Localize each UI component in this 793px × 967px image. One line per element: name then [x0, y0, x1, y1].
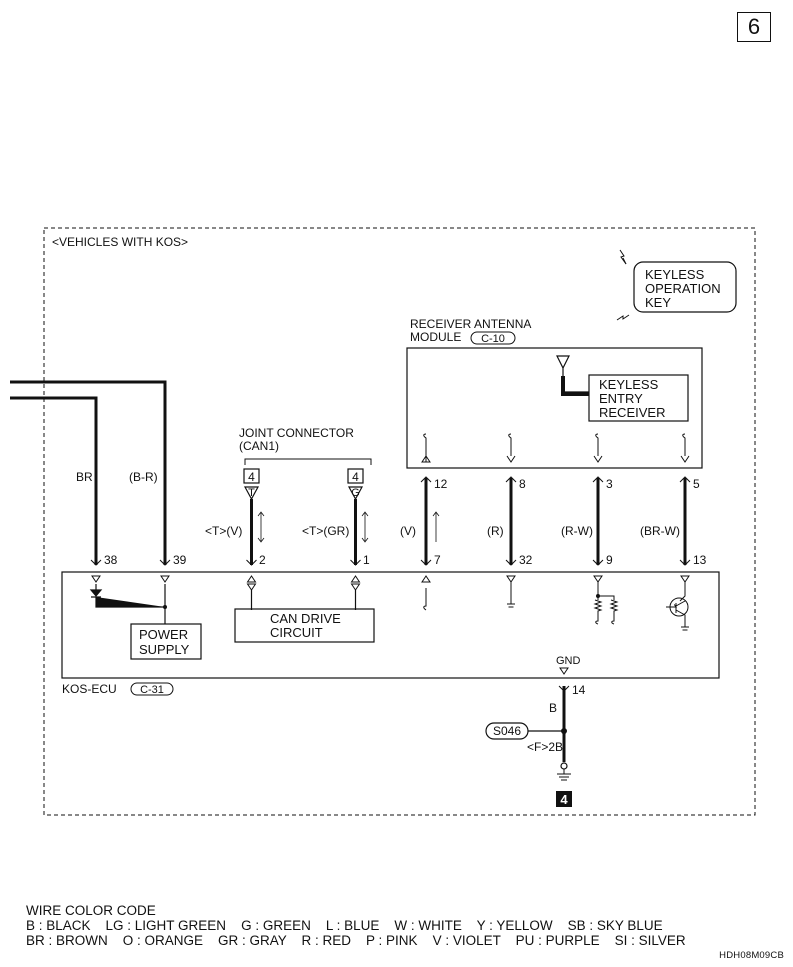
wire-color-br: BR — [76, 470, 93, 484]
svg-text:CIRCUIT: CIRCUIT — [270, 625, 323, 640]
wire-color-b-r: (B-R) — [129, 470, 158, 484]
pin-2: 2 — [259, 553, 266, 567]
svg-text:(CAN1): (CAN1) — [239, 439, 279, 453]
svg-text:G: G — [351, 487, 360, 499]
splice-s046 — [485, 722, 529, 740]
svg-text:CAN DRIVE: CAN DRIVE — [270, 611, 341, 626]
signal-arrows — [257, 511, 440, 543]
can-drive-circuit-box — [234, 608, 375, 643]
svg-text:POWER: POWER — [139, 627, 188, 642]
pin-8: 8 — [519, 477, 526, 491]
ecu-name: KOS-ECU — [62, 682, 117, 696]
joint-pin-right: 4 — [352, 470, 359, 484]
pin-12: 12 — [434, 477, 448, 491]
svg-text:RECEIVER: RECEIVER — [599, 405, 665, 420]
radio-wave-icon — [616, 314, 630, 321]
receiver-antenna-module: RECEIVER ANTENNA MODULE C-10 KEYLESS ENT… — [406, 317, 703, 469]
pin-13: 13 — [693, 553, 707, 567]
legend-title: WIRE COLOR CODE — [26, 903, 156, 918]
pin-7: 7 — [434, 553, 441, 567]
figure-code: HDH08M09CB — [719, 950, 784, 961]
wire-color-r: (R) — [487, 524, 504, 538]
pin-38: 38 — [104, 553, 118, 567]
svg-text:KEYLESS: KEYLESS — [599, 377, 659, 392]
legend-line-1: B : BLACK LG : LIGHT GREEN G : GREEN L :… — [26, 918, 663, 933]
kos-frame — [43, 227, 756, 816]
ground-point-box — [556, 791, 572, 807]
svg-text:MODULE: MODULE — [410, 330, 461, 344]
gnd-label: GND — [556, 655, 581, 667]
svg-text:KEYLESS: KEYLESS — [645, 267, 705, 282]
svg-text:KEY: KEY — [645, 295, 671, 310]
kos-ecu-box — [61, 571, 720, 679]
svg-text:SUPPLY: SUPPLY — [139, 642, 190, 657]
power-supply-box — [130, 623, 202, 660]
wire-color-v: (V) — [400, 524, 416, 538]
pin-1: 1 — [363, 553, 370, 567]
pin-32: 32 — [519, 553, 533, 567]
wire-color-r-w: (R-W) — [561, 524, 593, 538]
page-number: 6 — [737, 12, 771, 42]
svg-text:JOINT CONNECTOR: JOINT CONNECTOR — [239, 426, 354, 440]
legend-line-2: BR : BROWN O : ORANGE GR : GRAY R : RED … — [26, 933, 686, 948]
ecu-connector-label: C-31 — [140, 684, 164, 696]
wire-color-br-w: (BR-W) — [640, 524, 680, 538]
diode-icon — [89, 584, 167, 624]
pin-14: 14 — [572, 683, 586, 697]
ground-point-number: 4 — [560, 792, 568, 807]
pin-5: 5 — [693, 477, 700, 491]
receiver-connector-label: C-10 — [481, 333, 505, 345]
connector-ref: <F>2B — [527, 740, 563, 754]
keyless-operation-key: KEYLESS OPERATION KEY — [616, 249, 737, 321]
joint-pin-left: 4 — [248, 470, 255, 484]
pin-39: 39 — [173, 553, 187, 567]
pin-9: 9 — [606, 553, 613, 567]
frame-title: <VEHICLES WITH KOS> — [52, 235, 188, 249]
radio-wave-icon — [619, 249, 627, 265]
wire-color-t-gr: <T>(GR) — [302, 524, 349, 538]
wire-38 — [10, 396, 98, 565]
svg-text:RECEIVER ANTENNA: RECEIVER ANTENNA — [410, 317, 531, 331]
wire-color-t-v: <T>(V) — [205, 524, 242, 538]
joint-connector: JOINT CONNECTOR (CAN1) 4 4 T G — [239, 426, 372, 501]
ground-wire-color: B — [549, 701, 557, 715]
wire-39 — [10, 380, 167, 565]
svg-text:ENTRY: ENTRY — [599, 391, 643, 406]
svg-text:S046: S046 — [493, 724, 521, 738]
pin-3: 3 — [606, 477, 613, 491]
transistor-icon — [666, 582, 689, 631]
svg-text:OPERATION: OPERATION — [645, 281, 721, 296]
svg-text:T: T — [248, 487, 255, 499]
ground-icon — [557, 769, 571, 781]
